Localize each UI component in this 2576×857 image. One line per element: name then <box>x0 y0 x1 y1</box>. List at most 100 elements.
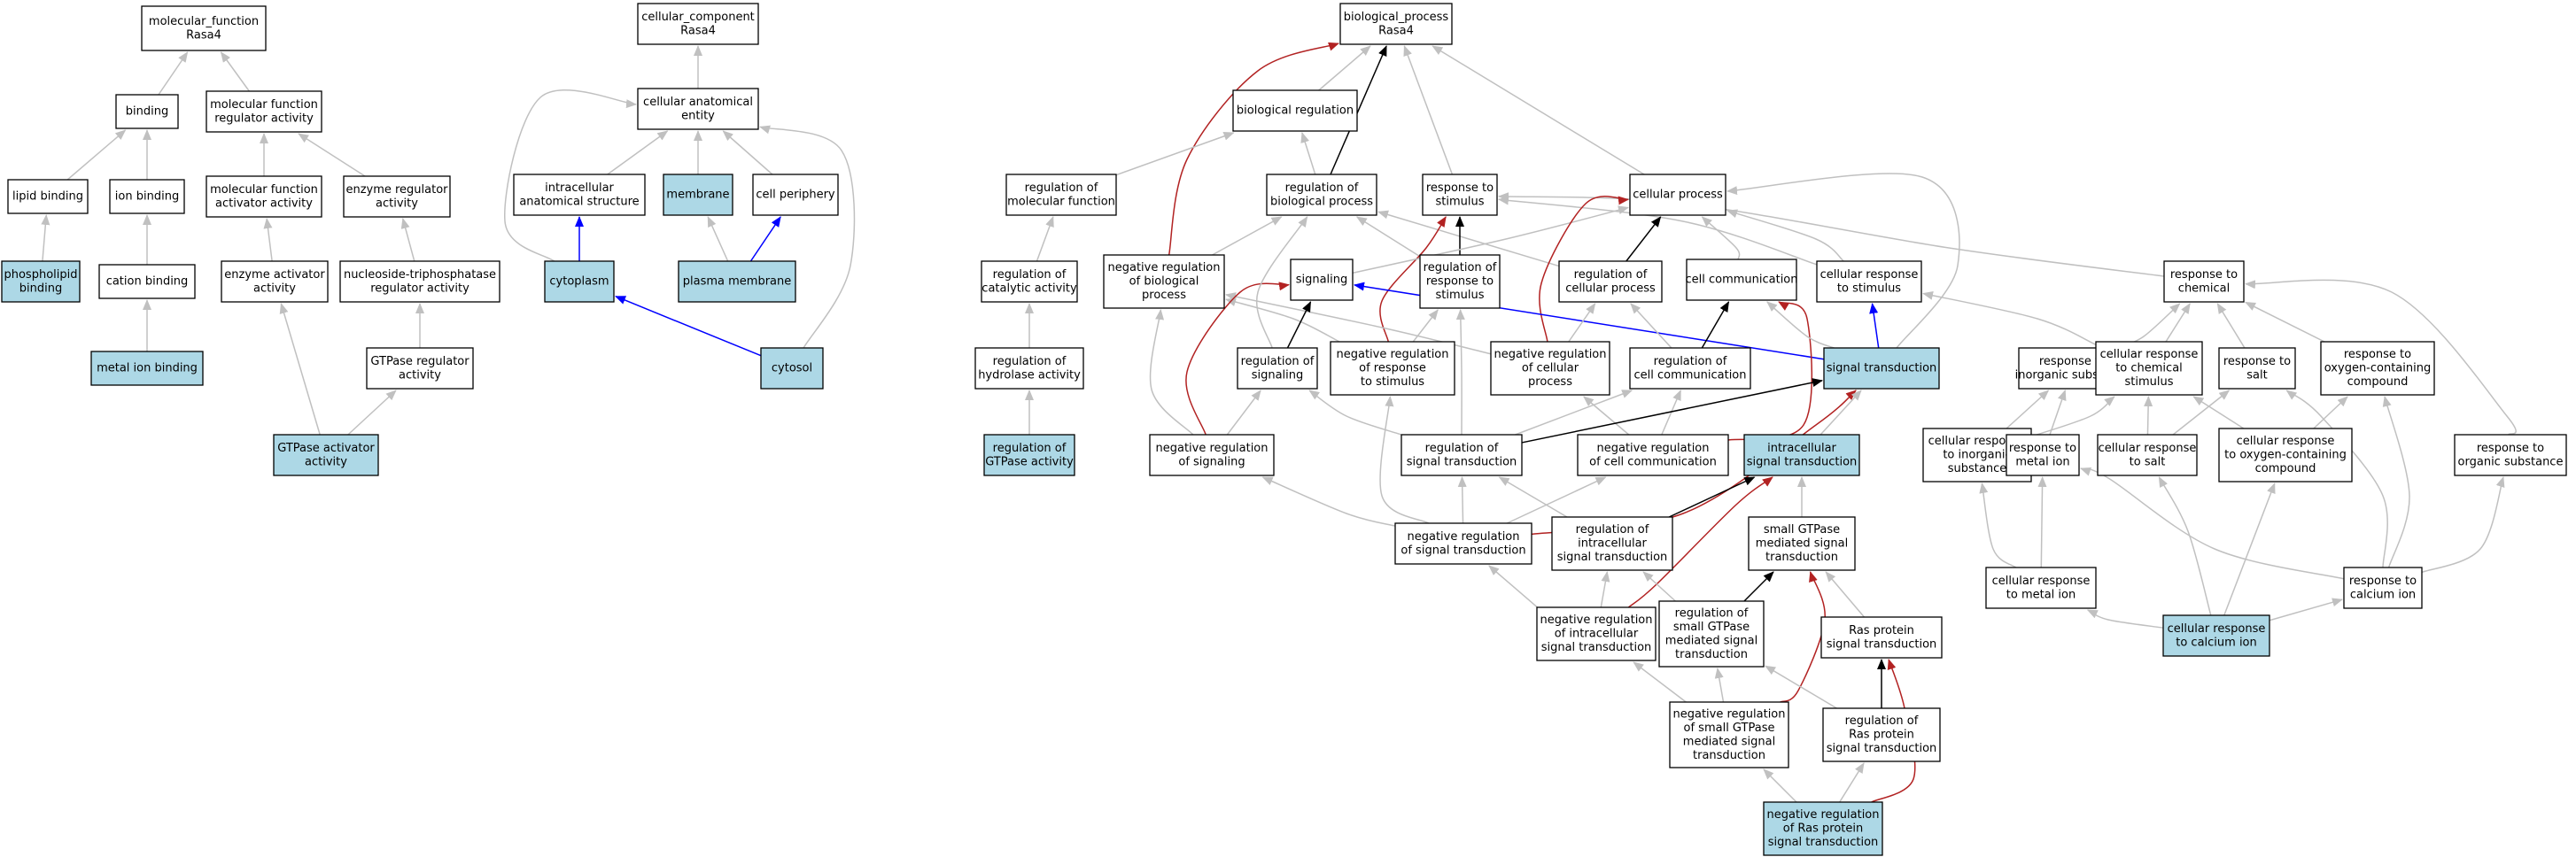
term-label-line: regulation of <box>1845 714 1919 728</box>
term-label-line: response to <box>2477 442 2544 455</box>
term-node-ion-binding[interactable]: ion binding <box>109 179 185 214</box>
edge-enz_act-to-mf_act <box>263 218 273 262</box>
edge-neg_reg_resp_stim-to-neg_reg_bio <box>1225 297 1340 343</box>
term-node-periphery[interactable]: cell periphery <box>752 174 839 216</box>
term-label-line: organic substance <box>2458 455 2564 468</box>
term-label-line: molecular function <box>210 183 318 197</box>
term-label-line: regulation of <box>1654 355 1727 368</box>
term-label-line: nucleoside-triphosphatase <box>344 268 496 282</box>
edge-neg_reg_intra-to-intra_sig <box>1627 476 1773 608</box>
edge-signaling-to-cell_proc <box>1352 205 1629 274</box>
edge-resp_org-to-resp_chem <box>2245 279 2517 436</box>
term-label-line: response to <box>2170 268 2238 282</box>
edge-cytoplasm-to-cae <box>504 89 637 262</box>
term-node-membrane[interactable]: membrane <box>663 174 733 216</box>
term-node-plasma-membrane[interactable]: plasma membrane <box>678 260 796 303</box>
term-node-bio-reg[interactable]: biological regulation <box>1232 89 1358 132</box>
edge-reg_signaling-to-signaling <box>1286 301 1312 349</box>
term-label-line: membrane <box>666 189 729 202</box>
term-node-cytoplasm[interactable]: cytoplasm <box>544 260 615 303</box>
term-node-cell-proc[interactable]: cellular process <box>1629 174 1726 216</box>
edge-cell_comm-to-cell_proc <box>1701 216 1741 260</box>
edge-neg_reg_cell_comm-to-neg_reg_cell_proc <box>1583 396 1630 436</box>
term-node-cell-comm[interactable]: cell communication <box>1685 259 1798 301</box>
term-node-cation-binding[interactable]: cation binding <box>98 264 196 299</box>
edge-phospholipid-to-lipid_binding <box>41 214 50 262</box>
term-label-line: to stimulus <box>1361 375 1424 389</box>
term-label-line: cellular anatomical <box>643 96 753 109</box>
edge-neg_reg_cell_comm-to-reg_cell_comm <box>1661 390 1681 436</box>
term-label-line: substance <box>1948 462 2007 475</box>
term-label-line: of biological <box>1129 275 1199 289</box>
term-node-sig-trans[interactable]: signal transduction <box>1823 347 1940 390</box>
term-label-line: cellular response <box>1820 268 1919 282</box>
term-node-lipid-binding[interactable]: lipid binding <box>7 179 89 214</box>
edge-cell_resp_calcium-to-cell_resp_oxy <box>2223 483 2276 616</box>
edge-cell_resp_chem-to-resp_chem <box>2165 303 2191 343</box>
term-label-line: regulation of <box>1425 442 1499 455</box>
edge-reg_bio_proc-to-bp_root <box>1330 45 1387 175</box>
term-node-binding[interactable]: binding <box>115 94 179 129</box>
edge-neg_reg_bio-to-reg_bio_proc <box>1212 216 1283 256</box>
edge-cell_resp_metal-to-cell_resp_inorg <box>1979 483 2017 568</box>
edge-neg_reg_ras-to-reg_ras <box>1839 762 1865 803</box>
term-node-signaling[interactable]: signaling <box>1290 259 1354 301</box>
term-label-line: calcium ion <box>2350 588 2416 601</box>
term-node-metal-ion-binding[interactable]: metal ion binding <box>90 351 204 386</box>
edge-resp_metal-to-resp_inorg <box>2049 390 2067 436</box>
term-label-line: of Ras protein <box>1783 822 1864 836</box>
term-node-cytosol[interactable]: cytosol <box>760 347 824 390</box>
